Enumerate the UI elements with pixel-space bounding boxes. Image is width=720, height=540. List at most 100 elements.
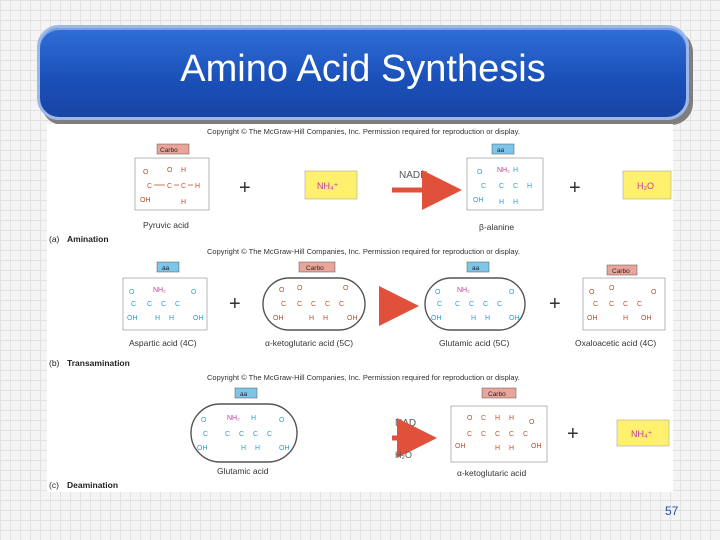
svg-text:C: C (499, 183, 504, 190)
oxaloacetic-atoms: O C OH O C C C O H OH (587, 285, 657, 322)
carbo-tag-b1 (298, 261, 336, 273)
svg-text:C: C (147, 301, 152, 308)
svg-text:C: C (609, 301, 614, 308)
carbo-tag-a (156, 143, 190, 155)
svg-text:NH₂: NH₂ (227, 415, 240, 422)
aa-tag-b1 (156, 261, 180, 273)
svg-text:C: C (483, 301, 488, 308)
pyruvic-structure (134, 157, 210, 211)
nh4-box-a (304, 170, 358, 200)
svg-text:O: O (201, 417, 207, 424)
plus-b2: + (549, 293, 561, 315)
svg-text:C: C (147, 183, 152, 190)
aa-tag-c (234, 387, 258, 399)
svg-text:O: O (297, 285, 303, 292)
nadh-label: NADH (399, 170, 427, 181)
glutamic-b-structure (424, 277, 526, 331)
slide-number: 57 (665, 504, 679, 518)
svg-text:O: O (467, 415, 473, 422)
aspartic-atoms: NH₂ O C OH C C C O OH H H (127, 287, 204, 322)
ketoglutaric-b-structure (262, 277, 366, 331)
svg-text:NH₂: NH₂ (497, 167, 510, 174)
svg-text:OH: OH (509, 315, 520, 322)
section-b-name: Transamination (67, 358, 130, 368)
svg-text:H: H (195, 183, 200, 190)
section-b-letter: (b) (49, 358, 60, 368)
plus-b1: + (229, 293, 241, 315)
svg-text:C: C (161, 301, 166, 308)
beta-alanine-caption: β-alanine (479, 222, 514, 232)
figure-panel: Copyright © The McGraw-Hill Companies, I… (47, 124, 673, 492)
svg-text:H: H (527, 183, 532, 190)
svg-text:C: C (467, 431, 472, 438)
svg-text:H: H (495, 445, 500, 452)
svg-text:C: C (513, 183, 518, 190)
svg-text:H: H (155, 315, 160, 322)
svg-text:O: O (435, 289, 441, 296)
svg-text:O: O (343, 285, 349, 292)
pyruvic-caption: Pyruvic acid (143, 220, 189, 230)
svg-text:C: C (225, 431, 230, 438)
glutamic-b-caption: Glutamic acid (5C) (439, 338, 510, 348)
svg-text:OH: OH (273, 315, 284, 322)
glutamic-c-atoms: NH₂ H O C OH C C C C O OH H H (197, 415, 290, 452)
plus-a2: + (569, 177, 581, 199)
oxaloacetic-structure (582, 277, 666, 331)
glutamic-b-atoms: NH₂ O C OH C C C C O OH H H (431, 287, 520, 322)
svg-text:O: O (477, 169, 483, 176)
glutamic-c-caption: Glutamic acid (217, 466, 269, 476)
section-c-letter: (c) (49, 480, 59, 490)
svg-text:OH: OH (587, 315, 598, 322)
svg-text:C: C (509, 431, 514, 438)
aspartic-structure (122, 277, 208, 331)
svg-text:O: O (279, 287, 285, 294)
aa-tag-b2 (466, 261, 490, 273)
title-bar: Amino Acid Synthesis (37, 25, 689, 120)
svg-text:H: H (509, 445, 514, 452)
aspartic-caption: Aspartic acid (4C) (129, 338, 197, 348)
ketoglutaric-c-caption: α-ketoglutaric acid (457, 468, 526, 478)
carbo-tag-b2-label: Carbo (612, 268, 630, 275)
copyright-c: Copyright © The McGraw-Hill Companies, I… (207, 373, 520, 382)
svg-text:OH: OH (531, 443, 542, 450)
svg-text:C: C (495, 431, 500, 438)
svg-text:H: H (241, 445, 246, 452)
plus-a1: + (239, 177, 251, 199)
svg-text:C: C (167, 183, 172, 190)
ketoglutaric-c-atoms: O C OH C C H C H C O C OH H H (455, 415, 542, 452)
svg-text:C: C (469, 301, 474, 308)
svg-text:H: H (309, 315, 314, 322)
svg-text:H: H (623, 315, 628, 322)
svg-text:C: C (239, 431, 244, 438)
svg-text:C: C (311, 301, 316, 308)
svg-text:C: C (175, 301, 180, 308)
svg-text:C: C (203, 431, 208, 438)
svg-text:C: C (497, 301, 502, 308)
section-c-name: Deamination (67, 480, 118, 490)
svg-text:H: H (495, 415, 500, 422)
beta-alanine-structure (466, 157, 544, 211)
svg-text:OH: OH (193, 315, 204, 322)
svg-text:O: O (609, 285, 615, 292)
svg-text:OH: OH (197, 445, 208, 452)
svg-text:O: O (589, 289, 595, 296)
svg-text:C: C (281, 301, 286, 308)
svg-text:O: O (143, 169, 149, 176)
svg-text:C: C (637, 301, 642, 308)
svg-text:O: O (529, 419, 535, 426)
svg-text:C: C (267, 431, 272, 438)
beta-alanine-atoms: NH₂ O C OH C C H H H H (473, 167, 532, 206)
svg-text:OH: OH (347, 315, 358, 322)
aa-tag-b1-label: aa (162, 265, 170, 272)
svg-text:C: C (481, 415, 486, 422)
nh4-box-c (616, 419, 670, 447)
svg-text:C: C (253, 431, 258, 438)
slide-title: Amino Acid Synthesis (180, 48, 546, 90)
aa-tag-a (491, 143, 515, 155)
ketoglutaric-b-caption: α-ketoglutaric acid (5C) (265, 338, 353, 348)
svg-text:H: H (471, 315, 476, 322)
carbo-tag-c-label: Carbo (488, 391, 506, 398)
svg-text:H: H (509, 415, 514, 422)
svg-text:C: C (297, 301, 302, 308)
svg-text:C: C (455, 301, 460, 308)
